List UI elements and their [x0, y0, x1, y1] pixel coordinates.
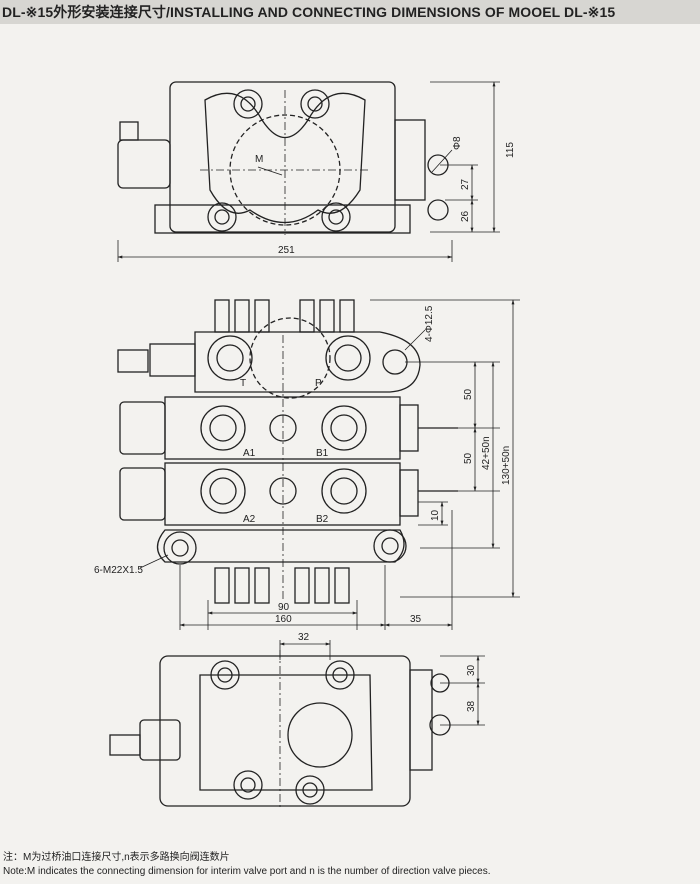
port-a2: A2	[243, 514, 256, 525]
dim-251: 251	[278, 245, 295, 256]
front-inlet-section	[194, 331, 421, 393]
callout-thread: 6-M22X1.5	[94, 565, 143, 576]
dim-160: 160	[275, 614, 292, 625]
bottom-port	[287, 702, 353, 768]
front-bridge-port	[249, 317, 331, 399]
bottom-right-housing	[409, 669, 433, 771]
front-section-2	[164, 462, 401, 526]
port-p: P	[315, 378, 322, 389]
dim-30: 30	[466, 664, 477, 676]
bottom-bolts	[210, 660, 355, 805]
front-bottom-bolts	[214, 567, 350, 604]
label-m: M	[255, 154, 263, 165]
note-chinese: 注：M为过桥油口连接尺寸,n表示多路换向阀连数片	[3, 852, 230, 863]
note-english: Note:M indicates the connecting dimensio…	[3, 866, 491, 877]
port-a1: A1	[243, 448, 256, 459]
technical-drawing: M 251 115 27 26 Φ8	[94, 81, 520, 810]
bottom-inner-casting	[199, 674, 373, 791]
front-section-1	[164, 396, 401, 460]
dim-115: 115	[505, 142, 516, 158]
port-b2: B2	[316, 514, 329, 525]
top-right-housing	[394, 119, 426, 201]
top-base-plate	[154, 204, 411, 234]
dim-27: 27	[460, 178, 471, 190]
page-title: DL-※15外形安装连接尺寸/INSTALLING AND CONNECTING…	[0, 0, 700, 24]
dim-26: 26	[460, 210, 471, 222]
callout-holes: 4-Φ12.5	[424, 305, 435, 342]
top-bolts	[207, 89, 351, 232]
top-left-fitting	[119, 121, 139, 141]
top-left-actuator	[117, 139, 171, 189]
dim-35: 35	[410, 614, 422, 625]
dim-50a: 50	[463, 388, 474, 400]
dim-50b: 50	[463, 452, 474, 464]
front-top-bolts	[214, 299, 355, 333]
front-view	[117, 299, 458, 604]
front-outlet-section	[156, 529, 405, 563]
bottom-view	[109, 650, 451, 810]
dim-90: 90	[278, 602, 290, 613]
top-view	[117, 81, 449, 235]
port-b1: B1	[316, 448, 329, 459]
port-t: T	[240, 378, 246, 389]
dim-phi8: Φ8	[452, 136, 463, 150]
dim-42-50n: 42+50n	[481, 436, 492, 470]
dim-10: 10	[430, 509, 441, 521]
front-relief-valve	[149, 343, 196, 377]
dim-32: 32	[298, 632, 310, 643]
dim-130-50n: 130+50n	[501, 446, 512, 485]
dim-38: 38	[466, 700, 477, 712]
